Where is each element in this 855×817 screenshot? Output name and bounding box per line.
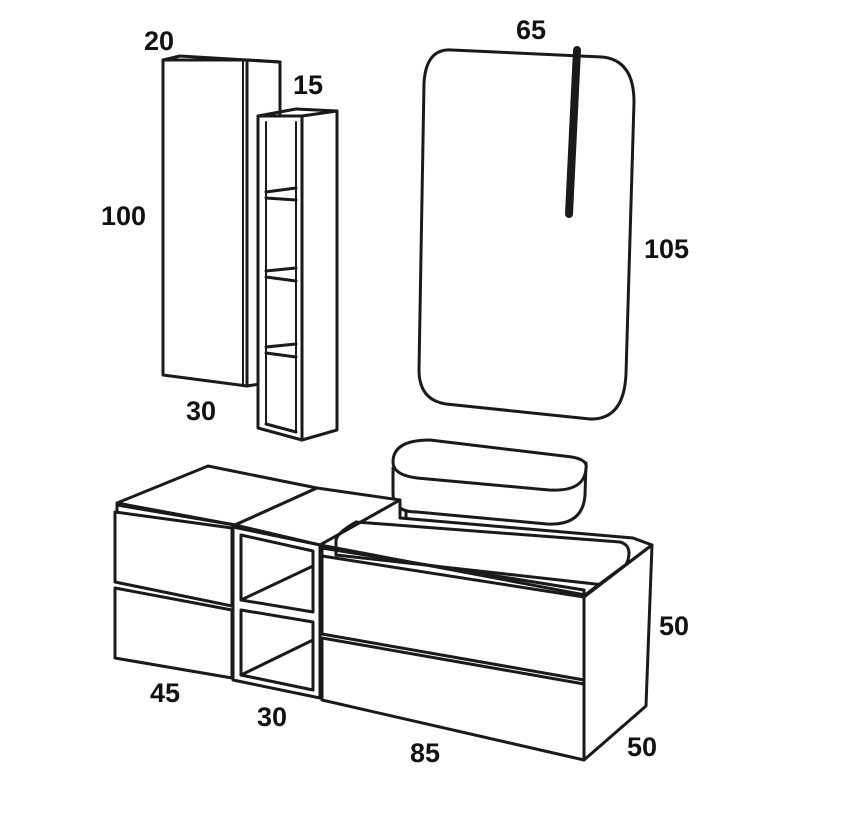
vanity-height-label: 50 (659, 611, 690, 641)
vessel-basin (391, 438, 588, 534)
mirror-width-label: 65 (516, 15, 547, 45)
open-shelf-depth-label: 15 (293, 70, 324, 100)
tall-cabinet-height-label: 100 (101, 201, 147, 231)
open-shelf-tower (256, 107, 339, 442)
mirror-light-bar (565, 46, 581, 218)
vanity-depth-label: 50 (627, 732, 658, 762)
right-side-panel (582, 543, 654, 762)
tall-cabinet-width-label: 30 (186, 396, 217, 426)
tall-cabinet-depth-label: 20 (144, 26, 175, 56)
right-unit-width-label: 85 (410, 738, 441, 768)
vanity-unit (113, 464, 654, 762)
tall-cabinet-front (161, 58, 249, 388)
shelf-side (300, 109, 339, 442)
mirror-height-label: 105 (644, 234, 690, 264)
left-unit-width-label: 45 (150, 678, 181, 708)
mirror (417, 46, 636, 421)
middle-unit-width-label: 30 (257, 702, 288, 732)
middle-lower-opening (239, 608, 315, 692)
